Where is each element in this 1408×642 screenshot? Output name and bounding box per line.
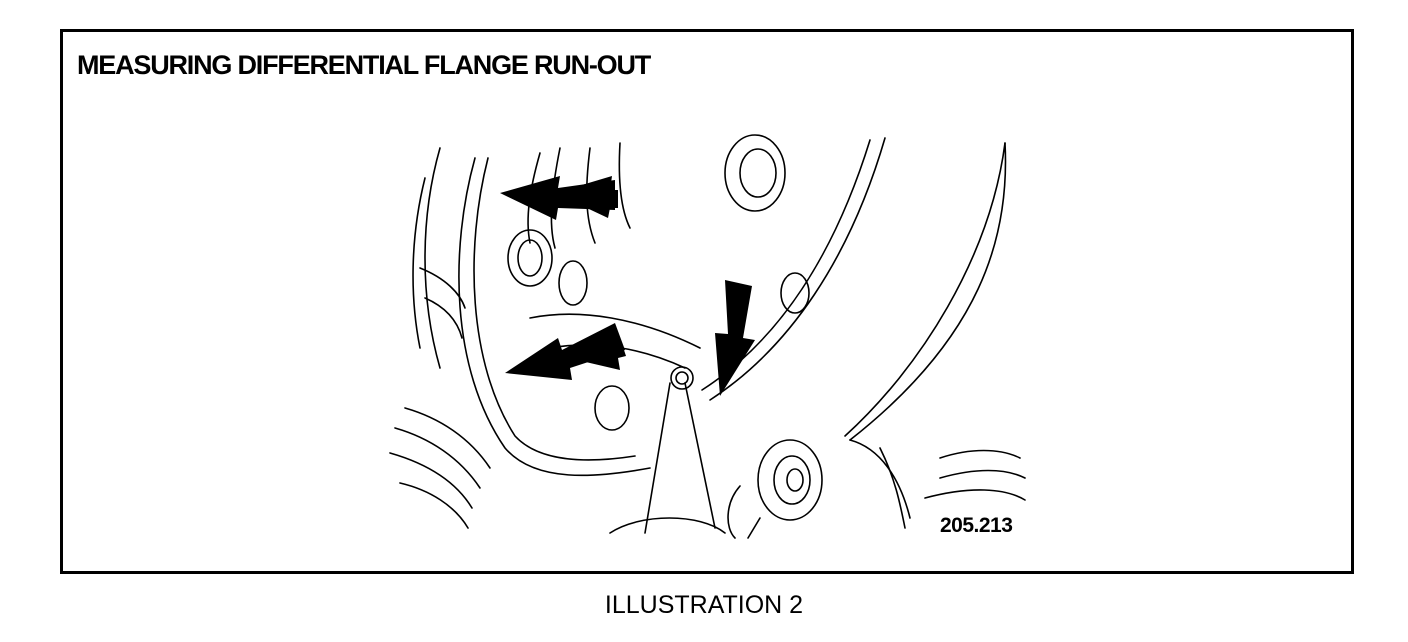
illustration-frame <box>60 29 1354 574</box>
housing-curve <box>844 142 1006 437</box>
illustration-title: MEASURING DIFFERENTIAL FLANGE RUN-OUT <box>77 50 651 80</box>
dial-gauge-arm <box>644 382 716 534</box>
illustration-caption: ILLUSTRATION 2 <box>604 591 804 619</box>
stud-bolt-left <box>507 229 553 287</box>
stud-bolt-right <box>780 272 810 314</box>
arrow-vertical <box>715 280 755 396</box>
stud-bolt-top <box>724 134 786 212</box>
flange-inner-curve <box>473 157 636 461</box>
flange-rim <box>709 137 886 401</box>
flange-runout-drawing <box>389 134 1026 539</box>
gauge-holder-knob <box>757 439 823 521</box>
arrow-lower-right <box>560 328 626 370</box>
flange-outer-curve <box>458 157 651 477</box>
figure-number: 205.213 <box>940 514 1013 537</box>
dial-gauge-tip <box>670 366 694 390</box>
stud-bolt-bottom <box>594 385 630 431</box>
housing-edge <box>849 142 1007 441</box>
arrow-upper-right <box>555 176 618 218</box>
